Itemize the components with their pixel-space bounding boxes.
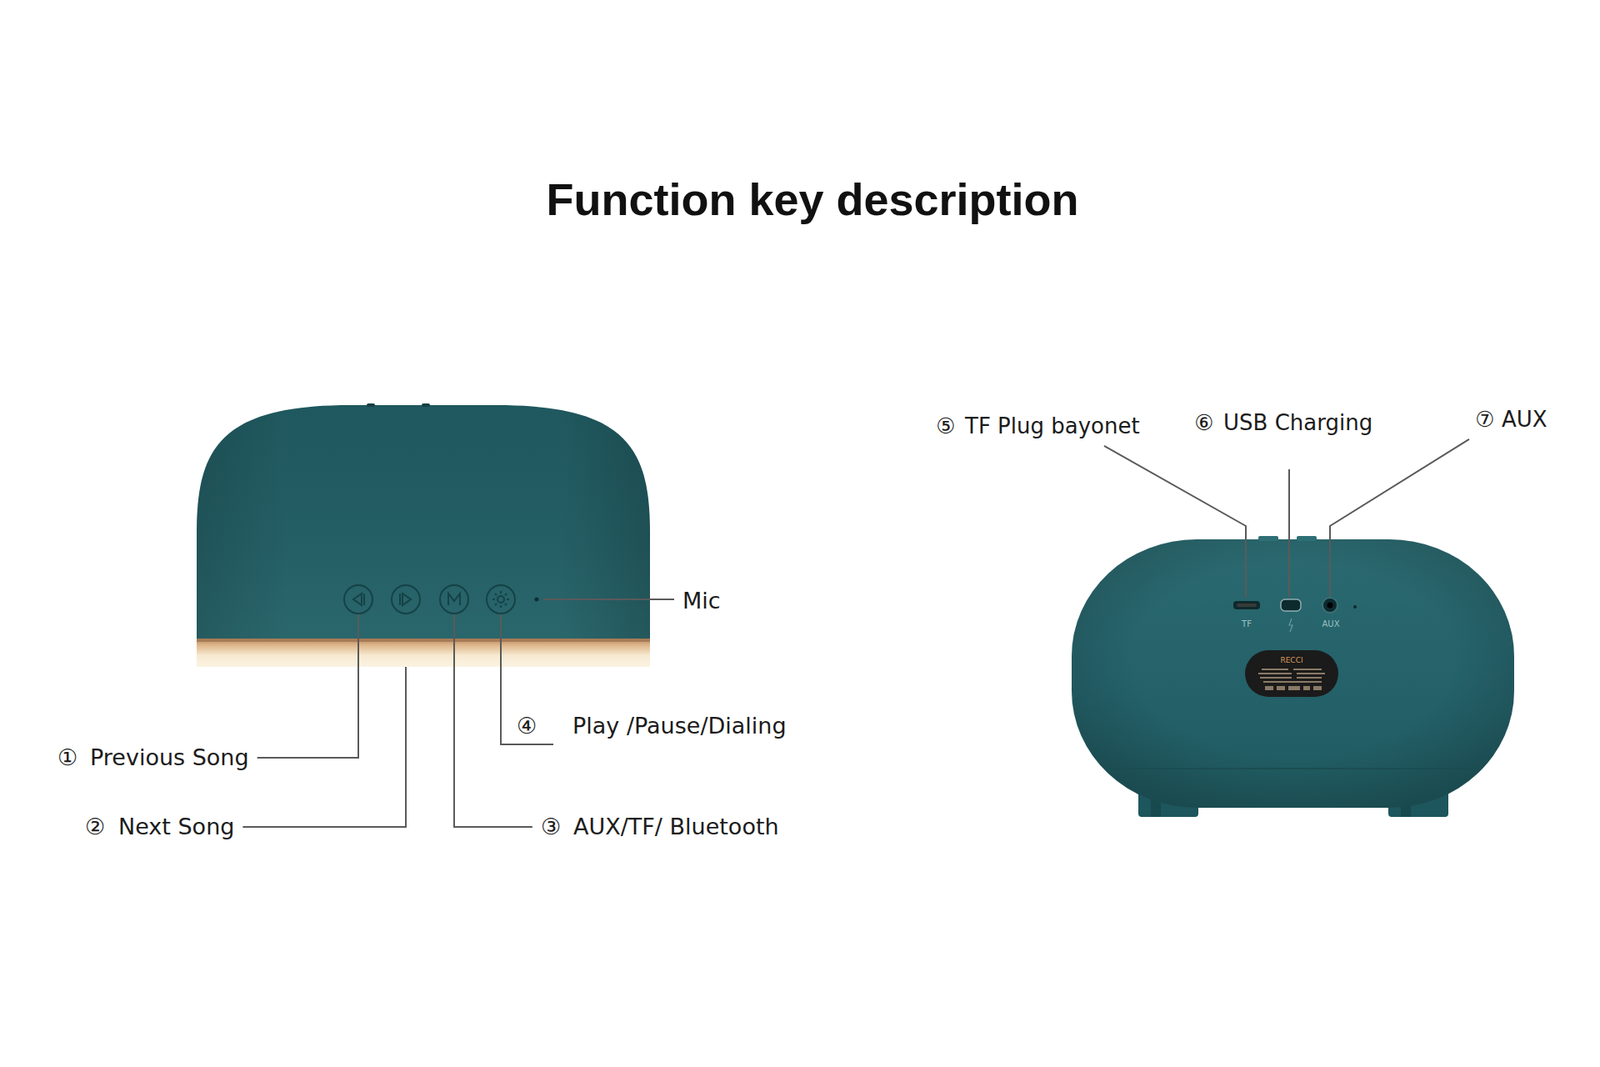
brand-mark: RECCI bbox=[1280, 655, 1303, 665]
leader-line bbox=[543, 598, 675, 600]
port-label: TF bbox=[1241, 619, 1252, 630]
leader-line bbox=[1288, 469, 1290, 597]
port-label: AUX bbox=[1321, 619, 1340, 630]
leader-line bbox=[242, 666, 406, 827]
callout-number: ① bbox=[57, 744, 78, 770]
callout-number: ⑦ bbox=[1475, 407, 1495, 433]
part-label: TF Plug bayonet bbox=[965, 414, 1140, 440]
part-label: AUX/TF/ Bluetooth bbox=[573, 813, 780, 840]
callout-number: ② bbox=[85, 813, 105, 840]
leader-line bbox=[500, 614, 554, 745]
callout-number: ⑥ bbox=[1194, 410, 1214, 436]
part-label: AUX bbox=[1501, 407, 1548, 433]
part-label: Next Song bbox=[118, 813, 235, 840]
title: Function key description bbox=[545, 173, 1079, 225]
part-label: Play /Pause/Dialing bbox=[572, 712, 787, 739]
part-label: USB Charging bbox=[1223, 410, 1373, 436]
speaker-back bbox=[1071, 535, 1515, 817]
leader-line bbox=[1104, 445, 1246, 598]
leader-line bbox=[257, 614, 359, 758]
speaker-front bbox=[196, 403, 650, 667]
part-label: Mic bbox=[682, 587, 721, 614]
part-label: Previous Song bbox=[90, 744, 250, 770]
leader-line bbox=[1330, 439, 1470, 596]
callout-number: ⑤ bbox=[935, 414, 955, 440]
callout-number: ④ bbox=[516, 712, 537, 739]
callout-number: ③ bbox=[540, 813, 561, 840]
